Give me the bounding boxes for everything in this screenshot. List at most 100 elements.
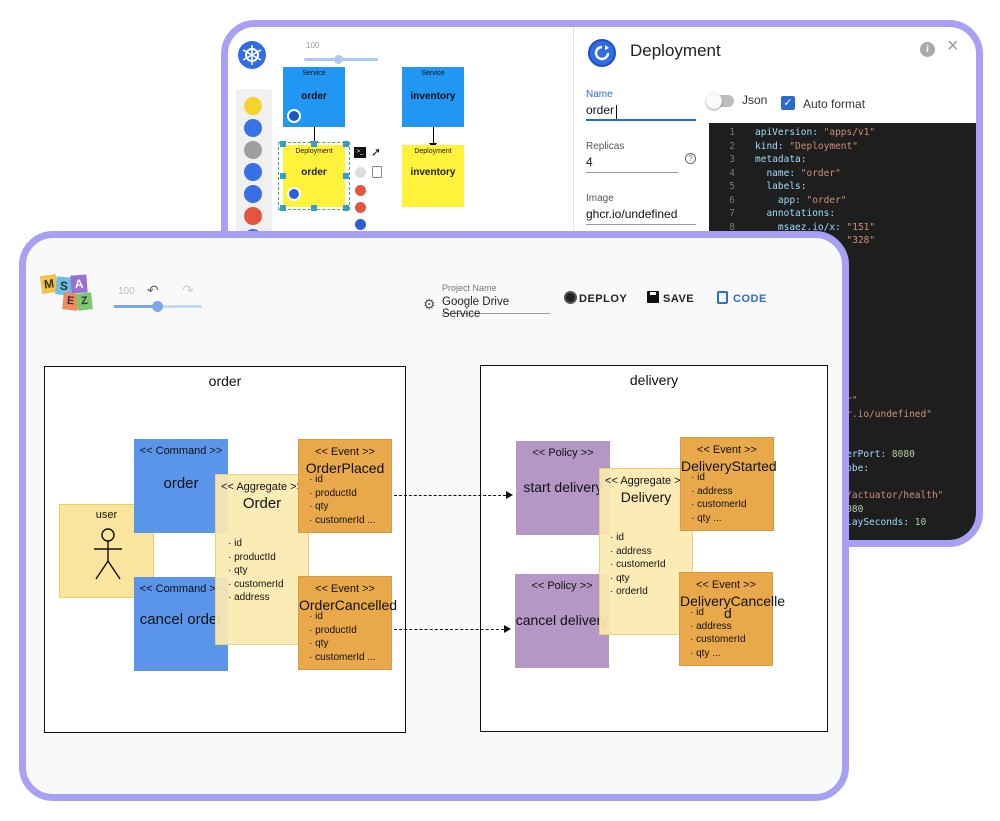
attribute: customerId: [691, 498, 746, 512]
resize-handle[interactable]: [343, 141, 349, 147]
zoom-slider-handle[interactable]: [152, 301, 163, 312]
sticky-name: start delivery: [523, 479, 603, 495]
event-to-policy-relation[interactable]: [394, 495, 506, 496]
save-icon[interactable]: [647, 291, 659, 303]
attribute: customerId: [228, 578, 283, 592]
replicas-input[interactable]: 4: [586, 155, 678, 173]
code-line: ainerPort: 8080: [829, 449, 915, 460]
close-icon[interactable]: ×: [947, 35, 959, 57]
resize-handle[interactable]: [343, 173, 349, 179]
attribute: qty: [309, 637, 376, 651]
redo-icon[interactable]: ↷: [182, 282, 194, 298]
attribute: customerId: [610, 558, 665, 572]
relation-arrowhead: [506, 491, 513, 499]
sticky-name: order: [163, 475, 199, 492]
resize-handle[interactable]: [311, 205, 317, 211]
sticky-name: Order: [242, 495, 282, 512]
logo-letter: A: [70, 274, 88, 294]
code-icon[interactable]: [717, 291, 728, 304]
aggregate-order-sticky[interactable]: << Aggregate >> Order id productId qty c…: [215, 474, 309, 645]
deployment-inventory-node[interactable]: Deployment inventory: [402, 145, 464, 207]
deploy-icon[interactable]: [564, 291, 577, 304]
command-cancel-order-sticky[interactable]: << Command >> cancel order: [134, 577, 228, 671]
resize-handle[interactable]: [311, 141, 317, 147]
name-input[interactable]: order: [586, 103, 696, 121]
info-icon[interactable]: i: [920, 42, 935, 57]
code-line: msaez.io/x: "151": [755, 221, 876, 233]
event-orderplaced-sticky[interactable]: << Event >> OrderPlaced id productId qty…: [298, 439, 392, 533]
settings-gear-icon[interactable]: ⚙: [423, 296, 436, 312]
service-palette-icon[interactable]: [244, 119, 262, 137]
attribute: productId: [228, 551, 284, 565]
logo-letter: Z: [76, 292, 93, 311]
sticky-name: cancel delivery: [515, 612, 609, 628]
red-resource-icon[interactable]: [355, 202, 366, 213]
resize-handle[interactable]: [280, 205, 286, 211]
sticky-name: DeliveryCancelle: [680, 593, 786, 609]
zoom-value: 100: [306, 41, 320, 50]
event-deliverystarted-sticky[interactable]: << Event >> DeliveryStarted id address c…: [680, 437, 777, 531]
sticky-type: << Event >>: [315, 446, 375, 458]
policy-start-delivery-sticky[interactable]: << Policy >> start delivery: [516, 441, 610, 535]
event-to-policy-relation[interactable]: [394, 629, 504, 630]
sticky-type: << Event >>: [696, 579, 756, 591]
attribute-list: id productId qty customerId ...: [309, 473, 376, 527]
node-type-label: Deployment: [414, 148, 452, 155]
code-button[interactable]: CODE: [733, 293, 767, 305]
service-order-node[interactable]: Service order: [283, 67, 345, 127]
image-label: Image: [586, 193, 614, 204]
settings-icon[interactable]: [355, 167, 366, 178]
deployment-palette-icon[interactable]: [244, 97, 262, 115]
image-input[interactable]: ghcr.io/undefined: [586, 207, 696, 225]
json-label: Json: [742, 93, 768, 107]
aggregate-delivery-sticky[interactable]: << Aggregate >> Delivery id address cust…: [599, 468, 693, 635]
trash-icon[interactable]: [372, 166, 382, 178]
auto-format-checkbox[interactable]: ✓: [781, 96, 795, 110]
ingress-palette-icon[interactable]: [244, 141, 262, 159]
msaez-logo: M S A E Z: [39, 273, 103, 313]
blue-resource-icon[interactable]: [355, 219, 366, 230]
pod-palette-icon[interactable]: [244, 163, 262, 181]
zoom-slider[interactable]: [304, 55, 378, 64]
secret-palette-icon[interactable]: [244, 207, 262, 225]
attribute: productId: [309, 487, 376, 501]
terminal-icon[interactable]: >_: [354, 147, 366, 158]
sticky-type: << Command >>: [139, 445, 223, 457]
code-line: labels:: [755, 181, 807, 192]
undo-icon[interactable]: ↶: [147, 282, 159, 298]
actor-label: user: [95, 509, 118, 521]
resize-handle[interactable]: [280, 141, 286, 147]
resize-handle[interactable]: [280, 173, 286, 179]
attribute: address: [691, 485, 747, 499]
policy-cancel-delivery-sticky[interactable]: << Policy >> cancel delivery: [515, 574, 609, 668]
service-inventory-node[interactable]: Service inventory: [402, 67, 464, 127]
deployment-icon: [588, 39, 616, 67]
code-line-number: 2: [729, 140, 735, 152]
code-line: name: "order": [755, 167, 841, 179]
attribute-list: id address customerId qty ...: [691, 471, 747, 526]
bounded-context-title: order: [208, 373, 242, 389]
connect-arrow-icon[interactable]: ➚: [371, 145, 382, 159]
attribute: productId: [309, 624, 376, 638]
event-ordercancelled-sticky[interactable]: << Event >> OrderCancelled id productId …: [298, 576, 397, 670]
configmap-palette-icon[interactable]: [244, 185, 262, 203]
save-button[interactable]: SAVE: [663, 293, 695, 305]
code-line-number: 7: [729, 208, 735, 219]
red-resource-icon[interactable]: [355, 185, 366, 196]
event-deliverycancelled-sticky[interactable]: << Event >> DeliveryCancelle d id addres…: [679, 572, 786, 666]
zoom-slider-handle[interactable]: [334, 55, 343, 64]
zoom-slider[interactable]: [114, 301, 202, 312]
attribute: customerId ...: [309, 651, 376, 665]
json-toggle[interactable]: [706, 93, 734, 109]
help-icon[interactable]: ?: [685, 153, 696, 164]
attribute: address: [690, 620, 746, 634]
project-name-input[interactable]: Google Drive Service: [442, 296, 550, 320]
k8s-canvas[interactable]: 100 Service order Service inventory: [228, 27, 573, 247]
deploy-button[interactable]: DEPLOY: [579, 293, 628, 305]
code-line-number: 8: [729, 221, 735, 233]
command-order-sticky[interactable]: << Command >> order: [134, 439, 228, 533]
attribute: qty ...: [690, 647, 746, 661]
attribute: qty ...: [691, 512, 747, 526]
resize-handle[interactable]: [343, 205, 349, 211]
deployment-order-node[interactable]: Deployment order: [283, 145, 345, 207]
